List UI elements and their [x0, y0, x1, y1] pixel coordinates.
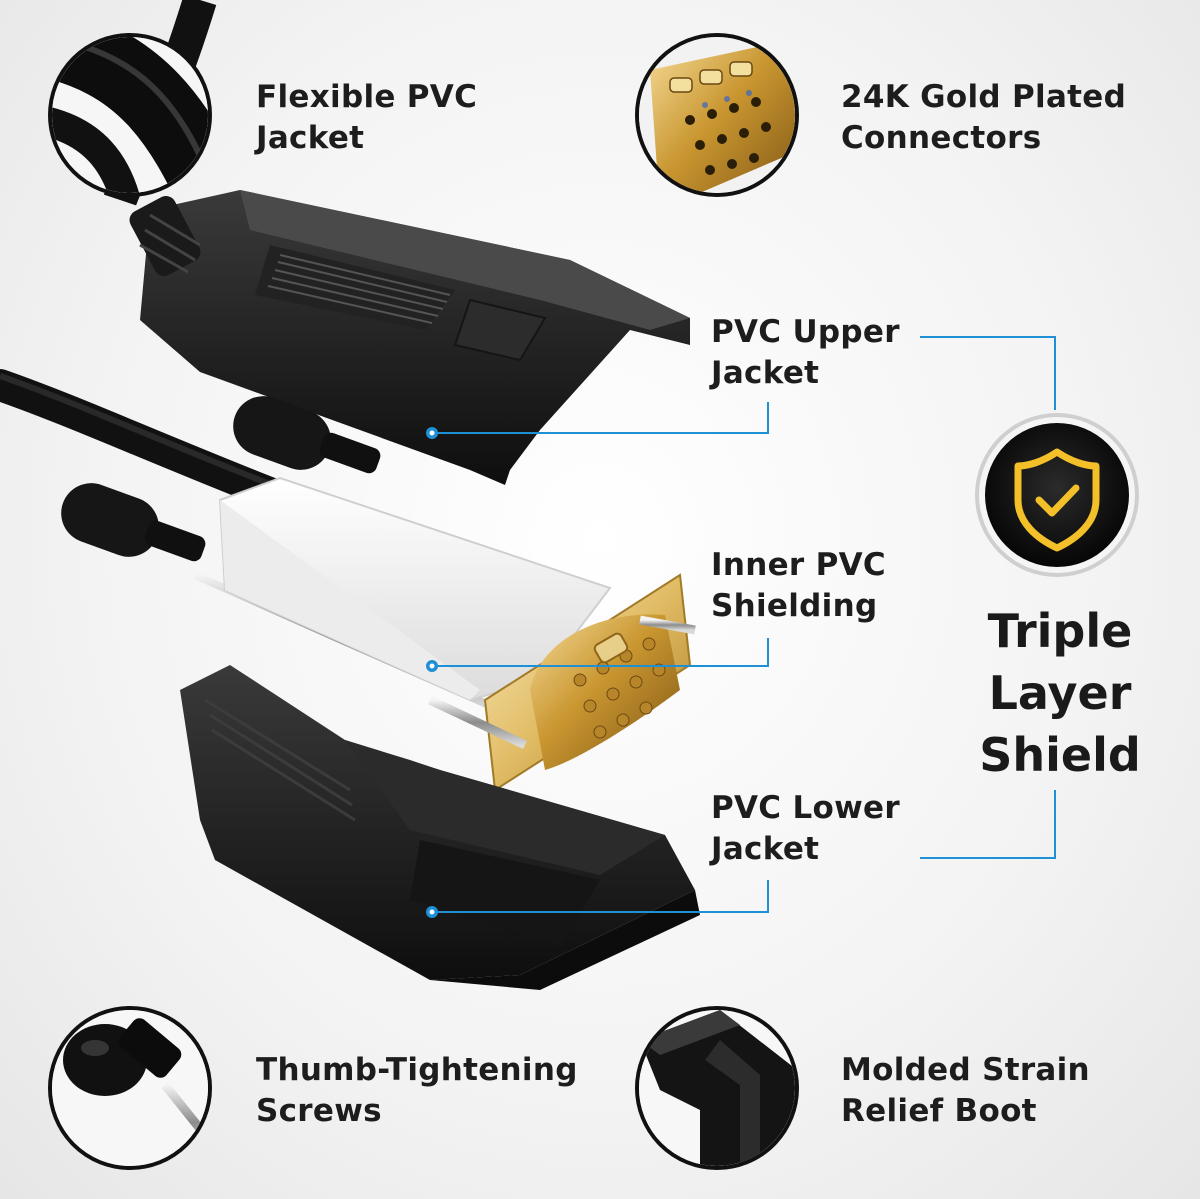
upper-jacket-shell	[129, 190, 690, 485]
label-line: 24K Gold Plated	[841, 79, 1127, 115]
thumb-screws-label: Thumb-Tightening Screws	[256, 1050, 578, 1132]
label-line: Flexible PVC	[256, 79, 478, 115]
triple-layer-shield-title: Triple Layer Shield	[960, 600, 1160, 786]
label-line: Molded Strain	[841, 1052, 1090, 1088]
title-line: Triple	[987, 604, 1133, 658]
label-line: Jacket	[256, 120, 365, 156]
thumb-screw-rear	[233, 396, 381, 474]
label-line: Inner PVC	[711, 547, 886, 583]
label-line: Jacket	[711, 831, 820, 867]
label-line: Connectors	[841, 120, 1042, 156]
pvc-lower-jacket-label: PVC Lower Jacket	[711, 788, 900, 870]
callout-lines	[432, 336, 1056, 913]
pvc-upper-jacket-label: PVC Upper Jacket	[711, 312, 900, 394]
label-line: Screws	[256, 1093, 382, 1129]
shield-check-icon	[975, 413, 1139, 577]
strain-relief-label: Molded Strain Relief Boot	[841, 1050, 1090, 1132]
label-line: Thumb-Tightening	[256, 1052, 578, 1088]
label-line: PVC Lower	[711, 790, 900, 826]
flexible-pvc-jacket-label: Flexible PVC Jacket	[256, 77, 477, 159]
label-line: PVC Upper	[711, 314, 900, 350]
gold-connector-detail-image	[635, 33, 799, 197]
title-line: Layer	[988, 666, 1132, 720]
lower-jacket-shell	[180, 665, 700, 990]
label-line: Shielding	[711, 588, 878, 624]
label-line: Jacket	[711, 355, 820, 391]
gold-connectors-label: 24K Gold Plated Connectors	[841, 77, 1126, 159]
thumb-screw-detail-image	[48, 1006, 212, 1170]
title-line: Shield	[979, 728, 1141, 782]
label-line: Relief Boot	[841, 1093, 1037, 1129]
strain-relief-detail-image	[635, 1006, 799, 1170]
inner-pvc-shielding-label: Inner PVC Shielding	[711, 545, 886, 627]
